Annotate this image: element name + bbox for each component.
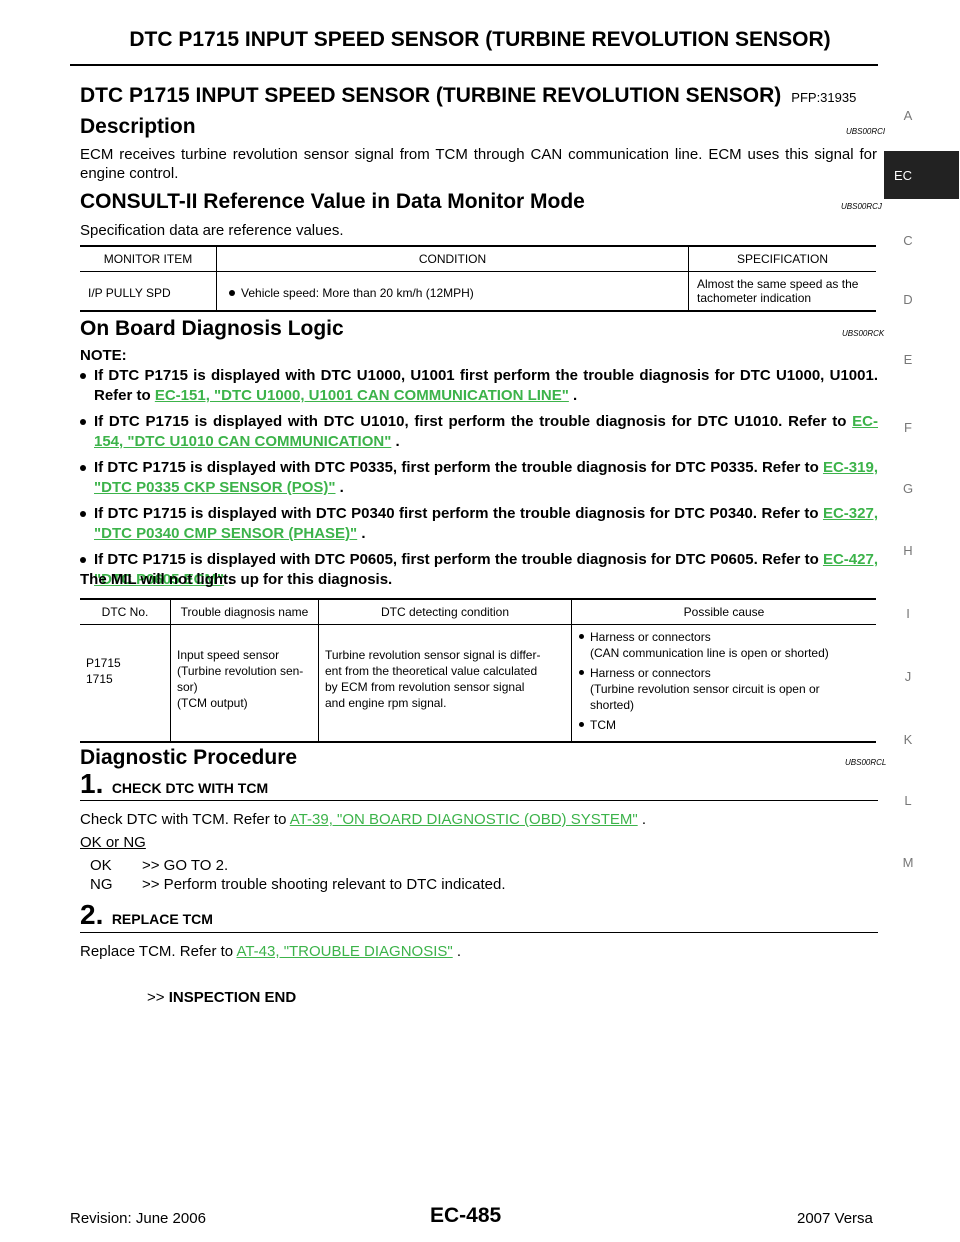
step-1-header: 1. CHECK DTC WITH TCM bbox=[80, 768, 268, 800]
bullet-icon bbox=[579, 670, 584, 675]
description-heading: Description bbox=[80, 115, 196, 139]
inspection-end: >> INSPECTION END bbox=[147, 989, 297, 1006]
table-row: I/P PULLY SPD Vehicle speed: More than 2… bbox=[80, 271, 876, 312]
bullet-icon bbox=[579, 722, 584, 727]
sidebar-item-c[interactable]: C bbox=[903, 233, 913, 248]
description-ref: UBS00RCI bbox=[846, 127, 886, 136]
dtc-number: P1715 1715 bbox=[80, 624, 171, 743]
monitor-table: MONITOR ITEM CONDITION SPECIFICATION I/P… bbox=[80, 245, 876, 312]
bullet-icon bbox=[579, 634, 584, 639]
ng-label: NG bbox=[90, 876, 113, 893]
note-item: If DTC P1715 is displayed with DTC U1010… bbox=[80, 412, 878, 452]
link-ec-327[interactable]: EC-327, "DTC P0340 CMP SENSOR (PHASE)" bbox=[94, 505, 878, 542]
col-diagnosis-name: Trouble diagnosis name bbox=[170, 598, 319, 625]
monitor-specification: Almost the same speed as the tachometer … bbox=[688, 271, 876, 312]
col-possible-cause: Possible cause bbox=[571, 598, 876, 625]
consult-ref: UBS00RCJ bbox=[841, 202, 882, 211]
footer-model: 2007 Versa bbox=[797, 1210, 873, 1227]
table-row: P1715 1715 Input speed sensor (Turbine r… bbox=[80, 624, 876, 743]
link-ec-151[interactable]: EC-151, "DTC U1000, U1001 CAN COMMUNICAT… bbox=[154, 387, 569, 404]
monitor-condition: Vehicle speed: More than 20 km/h (12MPH) bbox=[216, 271, 689, 312]
bullet-icon bbox=[80, 557, 86, 563]
note-item: If DTC P1715 is displayed with DTC P0605… bbox=[80, 550, 878, 590]
sidebar-item-f[interactable]: F bbox=[904, 420, 912, 435]
link-ec-427[interactable]: EC-427, "DTC P0605 ECM" bbox=[94, 551, 878, 588]
footer-page-number: EC-485 bbox=[430, 1204, 502, 1227]
possible-cause: Harness or connectors (CAN communication… bbox=[571, 624, 876, 743]
ng-action: >> Perform trouble shooting relevant to … bbox=[142, 876, 506, 893]
ok-or-ng-label: OK or NG bbox=[80, 834, 146, 851]
bullet-icon bbox=[80, 373, 86, 379]
sidebar-item-m[interactable]: M bbox=[902, 855, 914, 870]
sidebar-item-d[interactable]: D bbox=[903, 292, 913, 307]
sidebar-item-j[interactable]: J bbox=[904, 669, 912, 684]
step-1-number: 1. bbox=[80, 768, 104, 799]
step-2-header: 2. REPLACE TCM bbox=[80, 899, 213, 931]
link-at-39[interactable]: AT-39, "ON BOARD DIAGNOSTIC (OBD) SYSTEM… bbox=[289, 811, 638, 828]
cause-item: TCM bbox=[578, 717, 870, 733]
procedure-heading-text: Diagnostic Procedure bbox=[80, 746, 298, 769]
ok-action: >> GO TO 2. bbox=[142, 857, 229, 874]
sidebar-item-l[interactable]: L bbox=[904, 793, 912, 808]
header-rule bbox=[70, 64, 878, 66]
obd-heading: On Board Diagnosis Logic bbox=[80, 317, 344, 341]
section-code: PFP:31935 bbox=[791, 90, 857, 105]
col-detecting-condition: DTC detecting condition bbox=[318, 598, 572, 625]
monitor-item: I/P PULLY SPD bbox=[80, 271, 217, 312]
step-2-text: Replace TCM. Refer to AT-43, "TROUBLE DI… bbox=[80, 943, 462, 960]
link-ec-319[interactable]: EC-319, "DTC P0335 CKP SENSOR (POS)" bbox=[94, 459, 878, 496]
step-1-rule bbox=[80, 800, 878, 801]
bullet-icon bbox=[80, 419, 86, 425]
sidebar-item-a[interactable]: A bbox=[903, 108, 913, 123]
note-label: NOTE: bbox=[80, 347, 127, 364]
consult-heading-text: CONSULT-II Reference Value in Data Monit… bbox=[80, 190, 585, 213]
sidebar-item-e[interactable]: E bbox=[903, 352, 913, 367]
consult-heading: CONSULT-II Reference Value in Data Monit… bbox=[80, 190, 585, 214]
note-list: If DTC P1715 is displayed with DTC U1000… bbox=[80, 366, 878, 596]
section-title: DTC P1715 INPUT SPEED SENSOR (TURBINE RE… bbox=[80, 84, 856, 108]
col-monitor-item: MONITOR ITEM bbox=[80, 245, 217, 272]
cause-item: Harness or connectors (Turbine revolutio… bbox=[578, 665, 870, 713]
obd-ref: UBS00RCK bbox=[842, 329, 885, 338]
col-dtc-no: DTC No. bbox=[80, 598, 171, 625]
link-at-43[interactable]: AT-43, "TROUBLE DIAGNOSIS" bbox=[236, 943, 453, 960]
mil-note: The MIL will not lights up for this diag… bbox=[80, 571, 393, 588]
step-1-title: CHECK DTC WITH TCM bbox=[111, 780, 269, 796]
obd-heading-text: On Board Diagnosis Logic bbox=[80, 317, 344, 340]
step-2-title: REPLACE TCM bbox=[111, 911, 213, 927]
bullet-icon bbox=[229, 290, 235, 296]
description-heading-text: Description bbox=[80, 115, 196, 138]
step-1-text: Check DTC with TCM. Refer to AT-39, "ON … bbox=[80, 811, 647, 828]
link-ec-154[interactable]: EC-154, "DTC U1010 CAN COMMUNICATION" bbox=[94, 413, 878, 450]
sidebar-item-g[interactable]: G bbox=[902, 481, 914, 496]
procedure-ref: UBS00RCL bbox=[845, 758, 887, 767]
page-header: DTC P1715 INPUT SPEED SENSOR (TURBINE RE… bbox=[129, 28, 831, 51]
sidebar-item-i[interactable]: I bbox=[906, 606, 910, 621]
bullet-icon bbox=[80, 465, 86, 471]
section-title-text: DTC P1715 INPUT SPEED SENSOR (TURBINE RE… bbox=[80, 84, 782, 107]
cause-item: Harness or connectors (CAN communication… bbox=[578, 629, 870, 661]
procedure-heading: Diagnostic Procedure bbox=[80, 746, 297, 770]
footer-revision: Revision: June 2006 bbox=[70, 1210, 206, 1227]
sidebar-item-k[interactable]: K bbox=[903, 732, 913, 747]
ok-label: OK bbox=[90, 857, 112, 874]
note-item: If DTC P1715 is displayed with DTC P0340… bbox=[80, 504, 878, 544]
sidebar-item-ec-active[interactable]: EC bbox=[884, 151, 959, 199]
note-item: If DTC P1715 is displayed with DTC P0335… bbox=[80, 458, 878, 498]
dtc-table: DTC No. Trouble diagnosis name DTC detec… bbox=[80, 598, 876, 743]
note-item: If DTC P1715 is displayed with DTC U1000… bbox=[80, 366, 878, 406]
diagnosis-name: Input speed sensor (Turbine revolution s… bbox=[170, 624, 319, 743]
step-2-number: 2. bbox=[80, 899, 104, 930]
description-text: ECM receives turbine revolution sensor s… bbox=[80, 146, 877, 182]
col-condition: CONDITION bbox=[216, 245, 689, 272]
consult-intro: Specification data are reference values. bbox=[80, 222, 344, 239]
detecting-condition: Turbine revolution sensor signal is diff… bbox=[318, 624, 572, 743]
col-specification: SPECIFICATION bbox=[688, 245, 876, 272]
sidebar-item-h[interactable]: H bbox=[903, 543, 913, 558]
bullet-icon bbox=[80, 511, 86, 517]
step-2-rule bbox=[80, 932, 878, 933]
